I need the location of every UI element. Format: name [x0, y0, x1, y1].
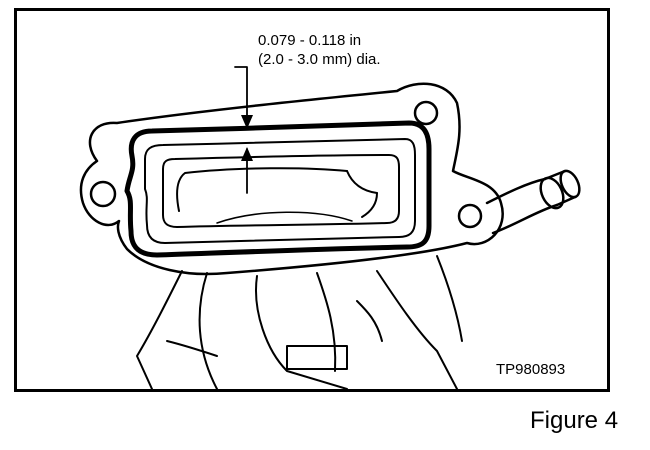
thermostat-housing-drawing — [79, 66, 581, 389]
bolt-hole-left — [89, 180, 117, 208]
figure-caption: Figure 4 — [530, 407, 619, 434]
inner-opening — [162, 154, 400, 228]
seal-diameter-in: 0.079 - 0.118 in — [258, 32, 362, 49]
seal-bead — [124, 120, 432, 258]
image-code: TP980893 — [496, 361, 566, 378]
outlet-pipe — [485, 169, 581, 235]
bolt-hole-right — [457, 203, 483, 229]
seal-diameter-label: 0.079 - 0.118 in (2.0 - 3.0 mm) dia. — [258, 31, 381, 69]
seal-diameter-mm: (2.0 - 3.0 mm) dia. — [258, 51, 381, 68]
dimension-arrowheads — [241, 115, 253, 161]
figure-frame: 0.079 - 0.118 in (2.0 - 3.0 mm) dia. TP9… — [14, 8, 610, 392]
flange-outline — [79, 82, 504, 276]
housing-body — [136, 255, 463, 389]
thermostat-valve — [176, 167, 348, 212]
inner-recess — [144, 138, 416, 244]
bolt-hole-top — [413, 100, 439, 126]
